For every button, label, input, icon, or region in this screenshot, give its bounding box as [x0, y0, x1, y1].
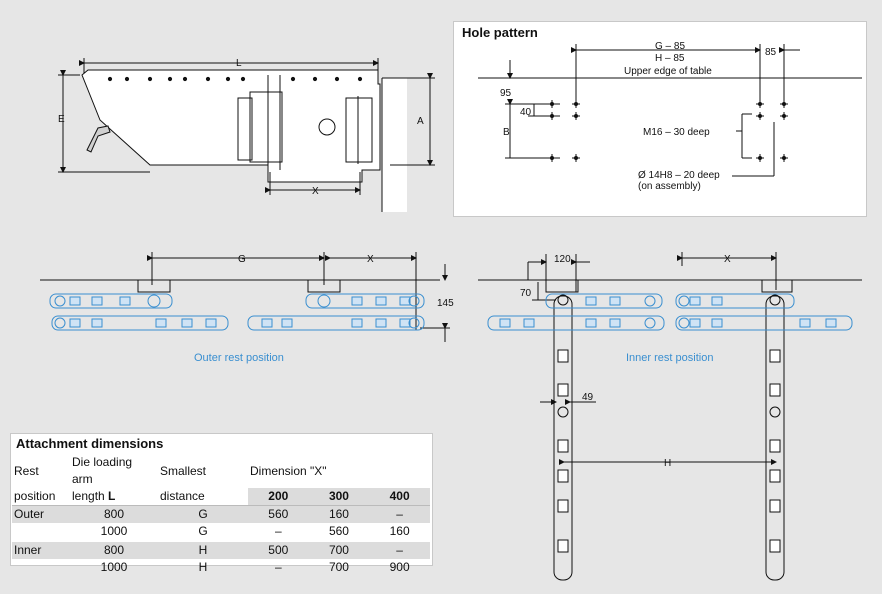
- row-distance: H: [198, 560, 208, 574]
- outer-145-label: 145: [437, 298, 454, 309]
- attachment-table: Rest Die loading arm Smallest Dimension …: [12, 454, 430, 576]
- hp-bore-label: Ø 14H8 – 20 deep: [638, 170, 720, 181]
- row-x300: 700: [328, 543, 349, 557]
- row-x200: 560: [268, 507, 289, 521]
- hdr-400: 400: [369, 488, 430, 506]
- row-x300: 560: [328, 524, 349, 538]
- hp-b-label: B: [503, 127, 510, 138]
- outer-x-label: X: [367, 254, 374, 265]
- row-length: 1000: [100, 524, 128, 538]
- hp-g-label: G – 85: [655, 41, 685, 52]
- row-length: 800: [103, 507, 125, 521]
- row-x200: –: [274, 560, 282, 574]
- hp-85-label: 85: [765, 47, 777, 58]
- hdr-length-l: L: [108, 489, 116, 503]
- row-x200: 500: [268, 543, 289, 557]
- attachment-title: Attachment dimensions: [16, 436, 164, 451]
- row-x400: –: [396, 507, 403, 521]
- hole-pattern-panel: [453, 21, 867, 217]
- inner-x-label: X: [724, 254, 731, 265]
- inner-arms: [487, 293, 853, 331]
- dim-a-label: A: [417, 116, 424, 127]
- hole-pattern-drawing: [478, 44, 862, 177]
- hdr-position: position: [14, 489, 56, 503]
- inner-rest-caption: Inner rest position: [626, 352, 713, 364]
- hdr-length: length L: [70, 488, 158, 506]
- hole-marks: [548, 100, 788, 162]
- header-row-2: position length L distance 200 300 400: [12, 488, 430, 506]
- hdr-200: 200: [248, 488, 309, 506]
- header-row-1: Rest Die loading arm Smallest Dimension …: [12, 454, 430, 488]
- hdr-300: 300: [308, 488, 370, 506]
- table-row: Inner 800 H 500 700 –: [12, 541, 430, 559]
- hdr-distance: distance: [160, 489, 205, 503]
- hdr-length-text: length: [72, 489, 109, 503]
- outer-arms: [49, 293, 425, 331]
- row-position: [12, 559, 70, 576]
- dim-e-label: E: [58, 114, 65, 125]
- inner-70-label: 70: [520, 288, 532, 299]
- row-x300: 700: [328, 560, 349, 574]
- row-distance: H: [198, 543, 208, 557]
- dim-x-label-side: X: [312, 186, 319, 197]
- hdr-dimx: Dimension "X": [250, 463, 327, 478]
- inner-rest-drawing: [478, 252, 862, 581]
- hp-h-label: H – 85: [655, 53, 685, 64]
- outer-rest-drawing: [40, 252, 450, 342]
- row-x200: –: [274, 524, 282, 538]
- hp-thread-label: M16 – 30 deep: [643, 127, 710, 138]
- hdr-die: Die loading arm: [72, 455, 133, 486]
- row-position: Outer: [14, 507, 45, 521]
- table-row: 1000 G – 560 160: [12, 523, 430, 541]
- dim-l-label: L: [236, 58, 242, 69]
- row-x400: 160: [389, 524, 410, 538]
- row-distance: G: [198, 524, 208, 538]
- outer-g-label: G: [238, 254, 246, 265]
- hole-pattern-title: Hole pattern: [462, 25, 538, 40]
- row-length: 1000: [100, 560, 128, 574]
- row-distance: G: [198, 507, 208, 521]
- inner-120-label: 120: [554, 254, 571, 265]
- side-view: [58, 58, 435, 212]
- hp-upper-edge-label: Upper edge of table: [624, 66, 712, 77]
- hp-40-label: 40: [520, 107, 532, 118]
- hp-bore-note: (on assembly): [638, 181, 701, 192]
- table-row: Outer 800 G 560 160 –: [12, 505, 430, 523]
- outer-rest-caption: Outer rest position: [194, 352, 284, 364]
- row-x400: 900: [389, 560, 410, 574]
- inner-49-label: 49: [582, 392, 594, 403]
- hdr-rest: Rest: [14, 463, 39, 478]
- hdr-smallest: Smallest: [160, 463, 207, 478]
- row-x300: 160: [328, 507, 349, 521]
- inner-h-label: H: [664, 458, 671, 469]
- row-x400: –: [396, 543, 403, 557]
- row-position: [12, 523, 70, 541]
- table-row: 1000 H – 700 900: [12, 559, 430, 576]
- row-position: Inner: [14, 543, 42, 557]
- hp-95-label: 95: [500, 88, 512, 99]
- row-length: 800: [103, 543, 125, 557]
